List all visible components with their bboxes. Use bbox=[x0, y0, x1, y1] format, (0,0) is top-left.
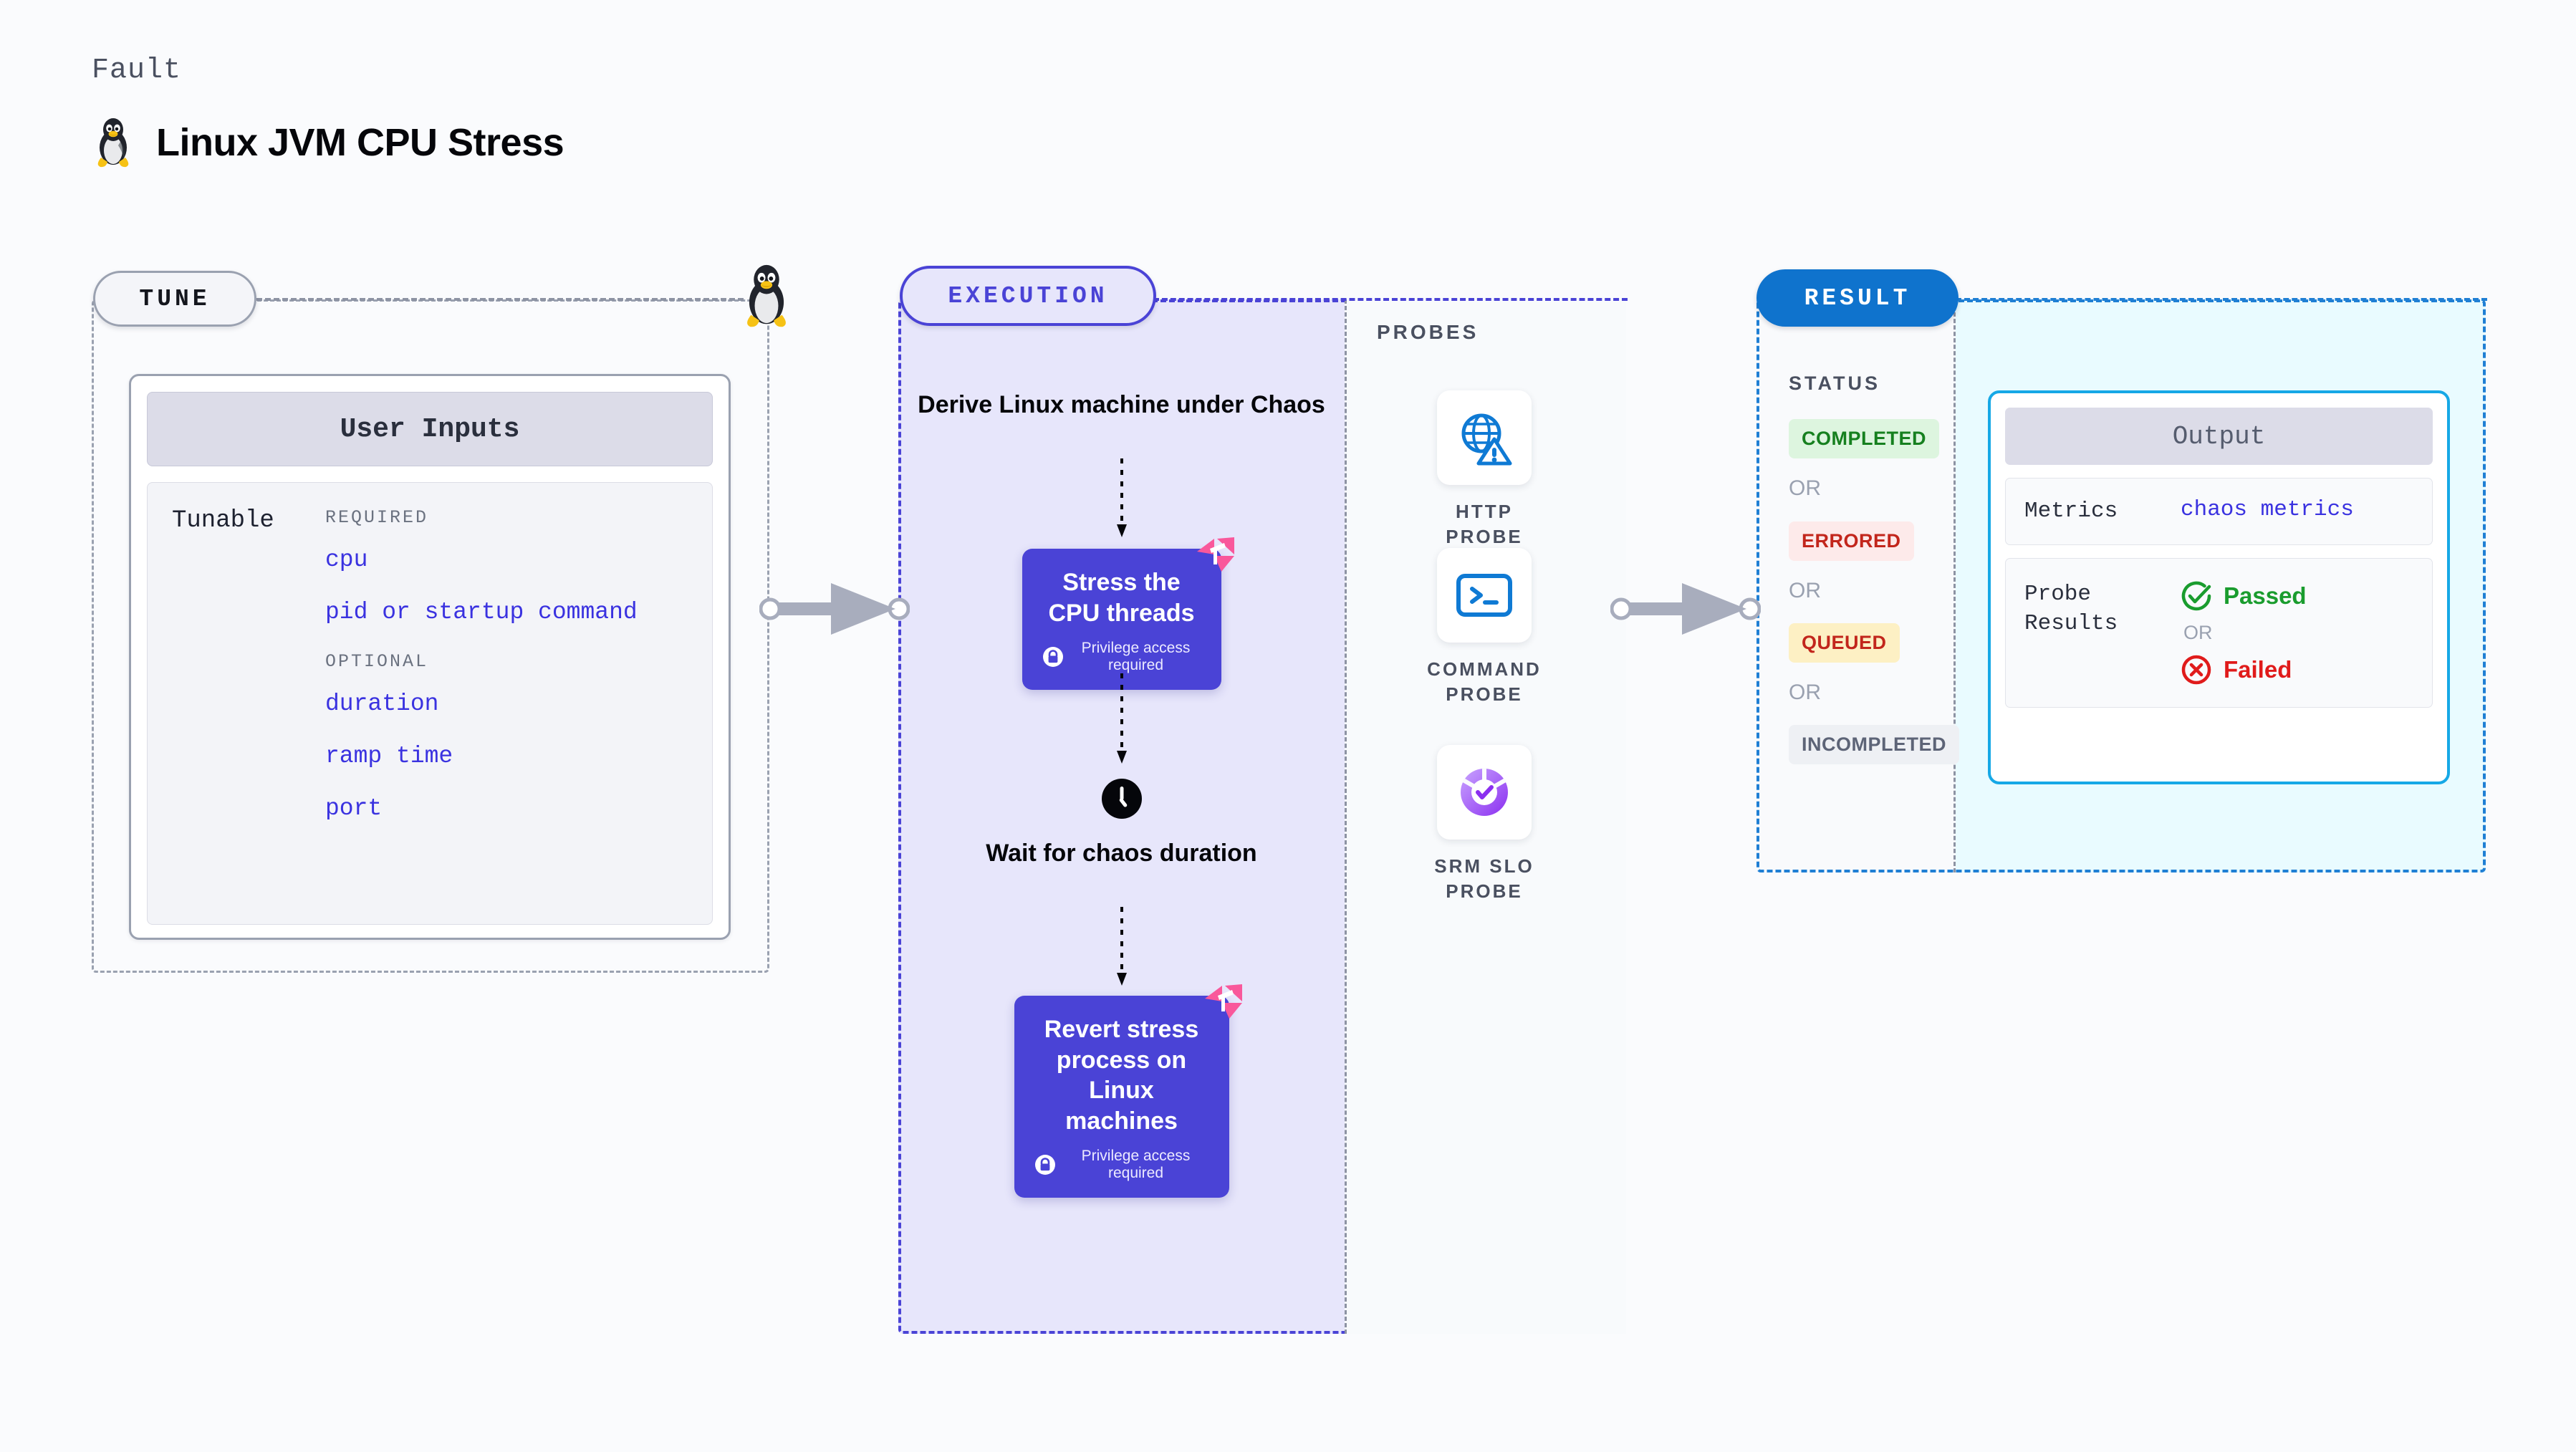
clock-icon bbox=[1101, 779, 1142, 819]
output-metrics-value-wrap: chaos metrics bbox=[2181, 497, 2432, 526]
status-badge-queued: QUEUED bbox=[1789, 623, 1900, 663]
globe-warning-icon bbox=[1461, 413, 1512, 466]
status-or-1: OR bbox=[1789, 476, 1821, 500]
privilege-note: Privilege access required bbox=[1042, 640, 1201, 674]
tunable-ramp-time[interactable]: ramp time bbox=[325, 743, 453, 769]
flow-arrow-1 bbox=[1116, 458, 1127, 537]
flow-step-wait-for-chaos-duration: Wait for chaos duration bbox=[986, 840, 1257, 867]
output-metrics-row: Metrics chaos metrics bbox=[2005, 478, 2433, 546]
page-title: Linux JVM CPU Stress bbox=[156, 121, 564, 164]
output-card: Output Metrics chaos metrics Probe Resul… bbox=[1988, 390, 2450, 784]
output-probe-results-row: Probe Results Passed OR Failed bbox=[2005, 558, 2433, 708]
probe-command[interactable]: COMMAND PROBE bbox=[1423, 548, 1545, 707]
probe-result-failed: Failed bbox=[2181, 654, 2432, 686]
result-stage-panel bbox=[1756, 299, 2486, 872]
flow-node-revert-stress-process[interactable]: Revert stress process on Linux machines … bbox=[1014, 984, 1242, 1198]
flow-step-derive-linux-machine: Derive Linux machine under Chaos bbox=[918, 391, 1325, 418]
flow-arrow-2 bbox=[1116, 673, 1127, 764]
tunable-cpu[interactable]: cpu bbox=[325, 547, 368, 573]
probe-tile bbox=[1437, 745, 1532, 840]
x-circle-icon bbox=[2181, 655, 2211, 685]
terminal-icon bbox=[1456, 574, 1512, 617]
status-badge-incompleted: INCOMPLETED bbox=[1789, 725, 1960, 764]
connector-execution-to-result bbox=[1610, 583, 1761, 635]
tunable-fields: REQUIRED cpu pid or startup command OPTI… bbox=[325, 507, 712, 924]
user-inputs-title: User Inputs bbox=[147, 392, 713, 466]
probe-label: SRM SLO PROBE bbox=[1434, 855, 1534, 903]
privilege-note-text: Privilege access required bbox=[1081, 1148, 1191, 1181]
linux-tux-icon bbox=[97, 118, 129, 168]
lock-icon bbox=[1042, 647, 1063, 667]
probe-srm-slo[interactable]: SRM SLO PROBE bbox=[1423, 745, 1545, 904]
linux-tux-connector-icon bbox=[747, 264, 786, 327]
flow-node-title: Stress the CPU threads bbox=[1048, 569, 1195, 627]
probe-result-or: OR bbox=[2183, 622, 2213, 644]
probe-result-passed: Passed bbox=[2181, 580, 2432, 612]
probe-tile bbox=[1437, 548, 1532, 643]
tunables-row: Tunable REQUIRED cpu pid or startup comm… bbox=[147, 482, 713, 925]
tunable-duration[interactable]: duration bbox=[325, 691, 439, 717]
output-metrics-value[interactable]: chaos metrics bbox=[2181, 497, 2354, 522]
privilege-note: Privilege access required bbox=[1034, 1148, 1209, 1182]
probes-title: PROBES bbox=[1377, 321, 1479, 343]
probe-tile bbox=[1437, 390, 1532, 485]
flow-arrow-3 bbox=[1116, 907, 1127, 986]
execution-flow: Derive Linux machine under Chaos Stress … bbox=[898, 299, 1345, 1334]
harness-mark-icon bbox=[1204, 984, 1242, 1019]
page-title-row: Linux JVM CPU Stress bbox=[92, 116, 564, 169]
tunable-pid-or-startup-command[interactable]: pid or startup command bbox=[325, 599, 638, 625]
output-probe-results-values: Passed OR Failed bbox=[2181, 580, 2432, 686]
page-kicker: Fault bbox=[92, 54, 182, 87]
optional-group-label: OPTIONAL bbox=[325, 651, 429, 672]
status-badge-errored: ERRORED bbox=[1789, 521, 1914, 561]
stage-badge-result[interactable]: RESULT bbox=[1756, 269, 1959, 327]
tunable-port[interactable]: port bbox=[325, 795, 383, 822]
stage-badge-tune[interactable]: TUNE bbox=[93, 271, 256, 327]
lock-icon bbox=[1034, 1155, 1055, 1175]
required-group-label: REQUIRED bbox=[325, 507, 429, 528]
probe-http[interactable]: HTTP PROBE bbox=[1423, 390, 1545, 549]
connector-tune-to-execution bbox=[759, 583, 910, 635]
output-title: Output bbox=[2005, 408, 2433, 465]
result-dashed-connector bbox=[1956, 298, 2487, 301]
probe-label: HTTP PROBE bbox=[1446, 501, 1523, 548]
status-title: STATUS bbox=[1789, 372, 1880, 394]
slo-donut-check-icon bbox=[1461, 768, 1508, 816]
probe-result-passed-label: Passed bbox=[2224, 582, 2307, 610]
tune-dashed-connector bbox=[256, 298, 744, 301]
output-metrics-label: Metrics bbox=[2024, 499, 2118, 524]
probe-result-failed-label: Failed bbox=[2224, 656, 2292, 683]
output-probe-results-label: Probe Results bbox=[2024, 582, 2118, 636]
status-or-2: OR bbox=[1789, 579, 1821, 602]
stage-badge-execution[interactable]: EXECUTION bbox=[900, 266, 1156, 326]
flow-node-title: Revert stress process on Linux machines bbox=[1044, 1016, 1199, 1135]
check-circle-icon bbox=[2181, 582, 2211, 611]
harness-mark-icon bbox=[1196, 537, 1234, 572]
user-inputs-card: User Inputs Tunable REQUIRED cpu pid or … bbox=[129, 374, 731, 940]
flow-node-stress-cpu-threads[interactable]: Stress the CPU threads Privilege access … bbox=[1022, 537, 1234, 690]
result-status-subpanel bbox=[1756, 299, 1956, 872]
privilege-note-text: Privilege access required bbox=[1081, 640, 1191, 673]
probe-label: COMMAND PROBE bbox=[1427, 658, 1542, 706]
status-or-3: OR bbox=[1789, 681, 1821, 704]
execution-dashed-connector bbox=[1153, 298, 1628, 301]
status-badge-completed: COMPLETED bbox=[1789, 419, 1940, 458]
tunable-row-label: Tunable bbox=[172, 507, 274, 534]
